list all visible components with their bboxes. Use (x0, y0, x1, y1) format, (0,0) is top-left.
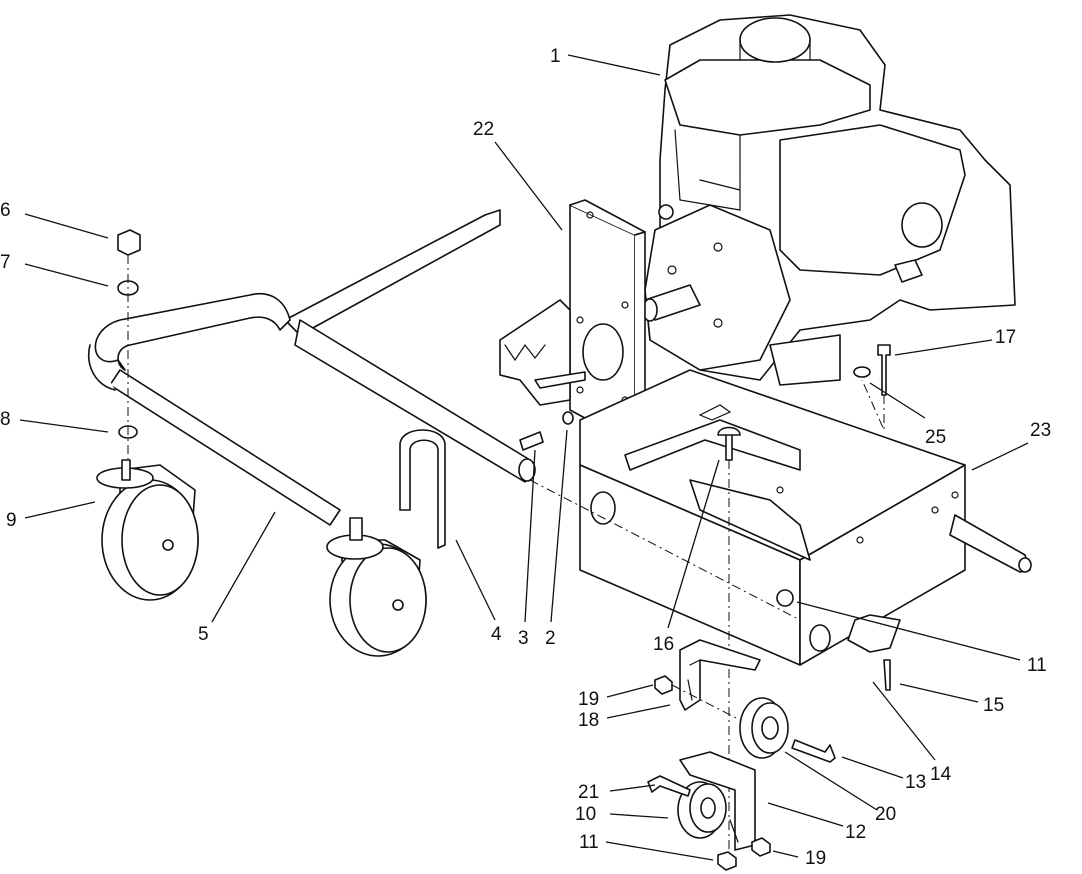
axis-handle (529, 479, 801, 621)
u-bolt (399, 429, 446, 549)
callout-1: 1 (550, 46, 561, 67)
handle-assembly (88, 209, 536, 526)
callout-23: 23 (1030, 420, 1051, 441)
callout-25: 25 (925, 427, 946, 448)
callout-11-right: 11 (1027, 655, 1047, 676)
callout-22: 22 (473, 119, 494, 140)
axis-bolt-17 (861, 379, 885, 431)
callout-13: 13 (905, 772, 926, 793)
washer-25 (853, 366, 871, 378)
callout-20: 20 (875, 804, 896, 825)
callout-8: 8 (0, 409, 11, 430)
callout-6: 6 (0, 200, 11, 221)
callout-7: 7 (0, 252, 11, 273)
callout-3: 3 (518, 628, 529, 649)
callout-16: 16 (653, 634, 674, 655)
callout-15: 15 (983, 695, 1004, 716)
callout-19-upper: 19 (578, 689, 599, 710)
callout-14: 14 (930, 764, 952, 785)
caster-wheel-right (326, 517, 427, 657)
bolt-3 (519, 431, 544, 451)
nut-19-upper (654, 675, 673, 695)
nut-6 (117, 229, 141, 256)
callout-10: 10 (575, 804, 596, 825)
carriage-bolt-16 (717, 426, 741, 461)
callout-9: 9 (6, 510, 17, 531)
caster-wheel-left (96, 459, 199, 601)
callout-19-lower: 19 (805, 848, 826, 869)
axis-bracket (671, 684, 741, 721)
callout-12: 12 (845, 822, 866, 843)
callout-21: 21 (578, 782, 599, 803)
bolt-13 (791, 739, 836, 763)
idler-pulley-lower (677, 781, 727, 839)
callout-18: 18 (578, 710, 599, 731)
idler-bracket-lower (679, 751, 756, 851)
nut-11-lower (717, 851, 737, 871)
leader-lines (19, 54, 1029, 861)
idler-pulley-upper (739, 697, 789, 759)
callout-11-lower: 11 (579, 832, 599, 853)
callout-5: 5 (198, 624, 209, 645)
callout-4: 4 (491, 624, 502, 645)
callout-2: 2 (545, 628, 556, 649)
bolt-17 (877, 344, 891, 396)
nut-19-lower (751, 837, 771, 857)
callout-17: 17 (995, 327, 1016, 348)
engine (642, 14, 1016, 386)
cotter-pin-15 (883, 659, 891, 691)
frame-base (579, 369, 1032, 666)
washer-2 (562, 411, 574, 425)
bolt-21 (647, 775, 691, 797)
engine-mount-bracket (499, 199, 646, 446)
